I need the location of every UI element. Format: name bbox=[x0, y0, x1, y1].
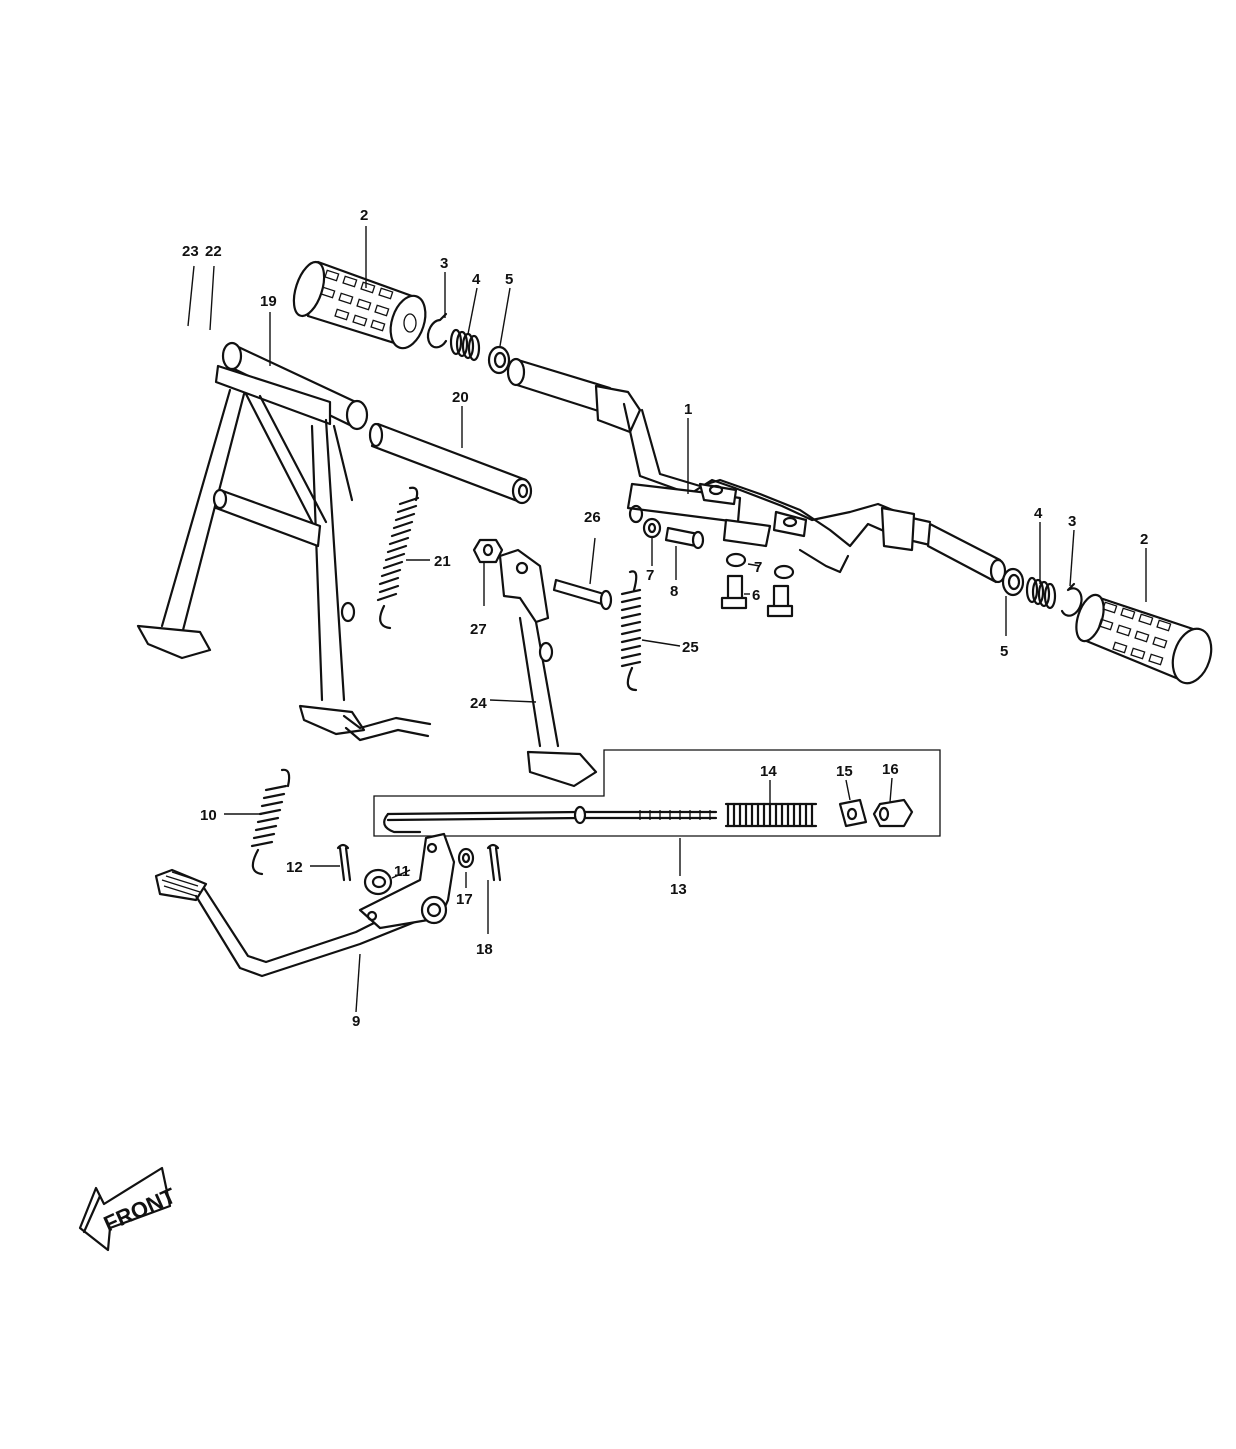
washer-17 bbox=[457, 847, 475, 869]
bolt-26 bbox=[552, 578, 613, 611]
stand-shaft bbox=[368, 422, 533, 505]
cotter-pin-18 bbox=[486, 843, 502, 882]
callout-13: 13 bbox=[670, 881, 687, 898]
circlip-right bbox=[1060, 582, 1083, 617]
callout-19: 19 bbox=[260, 293, 277, 310]
joint-15 bbox=[838, 798, 868, 828]
brake-rod-box bbox=[373, 749, 941, 837]
front-direction-arrow-icon: FRONT bbox=[78, 1166, 180, 1252]
brake-pedal bbox=[154, 832, 456, 978]
callout-2-right: 2 bbox=[1140, 531, 1148, 548]
callout-12: 12 bbox=[286, 859, 303, 876]
callout-21: 21 bbox=[434, 553, 451, 570]
callout-8: 8 bbox=[670, 583, 678, 600]
footpeg-spring-left bbox=[449, 328, 481, 362]
callout-26: 26 bbox=[584, 509, 601, 526]
callout-18: 18 bbox=[476, 941, 493, 958]
callout-16: 16 bbox=[882, 761, 899, 778]
bolt-6a bbox=[720, 574, 748, 610]
cotter-pin-12 bbox=[336, 843, 352, 882]
callout-6: 6 bbox=[752, 587, 760, 604]
lock-washer-7a bbox=[642, 517, 662, 539]
stand-spring bbox=[376, 486, 420, 630]
callout-24: 24 bbox=[470, 695, 487, 712]
callout-7-right: 7 bbox=[754, 559, 762, 576]
circlip-left bbox=[426, 312, 448, 349]
brake-pedal-spring bbox=[250, 768, 291, 876]
callout-1: 1 bbox=[684, 401, 692, 418]
leader-lines bbox=[187, 226, 1147, 1013]
callout-25: 25 bbox=[682, 639, 699, 656]
callout-20: 20 bbox=[452, 389, 469, 406]
brake-rod-spring bbox=[724, 802, 818, 828]
callout-2-left: 2 bbox=[360, 207, 368, 224]
callout-10: 10 bbox=[200, 807, 217, 824]
washer-11 bbox=[363, 868, 393, 896]
brake-rod bbox=[383, 805, 718, 834]
callout-9: 9 bbox=[352, 1013, 360, 1030]
bolt-6b bbox=[766, 584, 794, 618]
callout-3-left: 3 bbox=[440, 255, 448, 272]
callout-5-right: 5 bbox=[1000, 643, 1008, 660]
callout-7-left: 7 bbox=[646, 567, 654, 584]
footpeg-rubber-left bbox=[292, 260, 427, 350]
callout-27: 27 bbox=[470, 621, 487, 638]
callout-4-right: 4 bbox=[1034, 505, 1043, 522]
bolt-8 bbox=[664, 526, 705, 550]
callout-23: 23 bbox=[182, 243, 199, 260]
footpeg-rubber-right bbox=[1075, 593, 1213, 685]
callout-17: 17 bbox=[456, 891, 473, 908]
nut-27 bbox=[472, 538, 504, 564]
side-stand-spring bbox=[620, 570, 642, 692]
callout-labels: 2 2 3 3 4 4 5 5 1 19 20 21 23 22 27 26 2… bbox=[182, 207, 1148, 1030]
lock-washer-7b bbox=[725, 552, 795, 580]
callout-11: 11 bbox=[394, 863, 410, 880]
main-stand bbox=[136, 341, 432, 742]
footpeg-spring-right bbox=[1025, 576, 1057, 610]
callout-5-left: 5 bbox=[505, 271, 513, 288]
washer-right bbox=[1001, 567, 1025, 597]
washer-left bbox=[487, 345, 511, 375]
callout-14: 14 bbox=[760, 763, 777, 780]
callout-15: 15 bbox=[836, 763, 853, 780]
footpeg-bar bbox=[506, 357, 1007, 584]
callout-3-right: 3 bbox=[1068, 513, 1076, 530]
adjusting-nut-16 bbox=[872, 798, 914, 828]
callout-4-left: 4 bbox=[472, 271, 481, 288]
callout-22: 22 bbox=[205, 243, 222, 260]
side-stand bbox=[498, 548, 598, 788]
